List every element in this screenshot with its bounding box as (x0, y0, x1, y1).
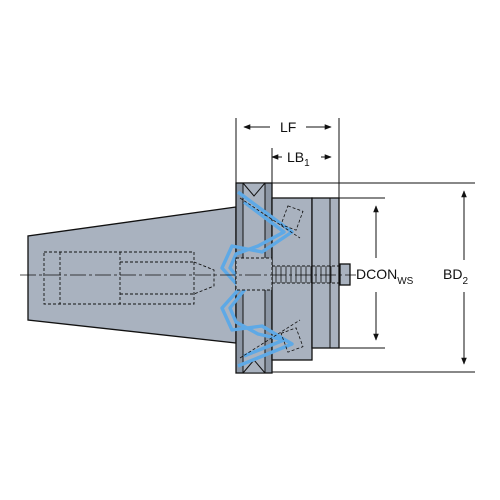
dimension-dcon-ws (339, 197, 385, 349)
lb1-label-sub: 1 (304, 158, 310, 169)
lf-label: LF (280, 119, 296, 135)
lb1-label-main: LB (287, 149, 304, 165)
dcon-ws-label-main: DCON (356, 266, 397, 282)
screw-thread (275, 266, 332, 283)
pull-stud-hidden-lines (43, 251, 215, 305)
dcon-ws-label: DCONWS (356, 266, 414, 287)
dcon-ws-label-sub: WS (397, 276, 413, 287)
nose (311, 197, 340, 349)
bd2-label-sub: 2 (462, 276, 468, 287)
dimension-lb1 (271, 148, 332, 183)
coupling-screw-head (235, 257, 273, 291)
coupling-screw-tip (339, 263, 351, 286)
bd2-label-main: BD (443, 266, 462, 282)
dimension-bd2 (272, 182, 475, 373)
coolant-hidden-lines (239, 197, 304, 359)
flange-groove-v-top (242, 182, 266, 197)
lb1-label: LB1 (287, 149, 310, 169)
dimension-lf (235, 118, 340, 198)
hub (271, 197, 313, 361)
bd2-label: BD2 (443, 266, 468, 287)
